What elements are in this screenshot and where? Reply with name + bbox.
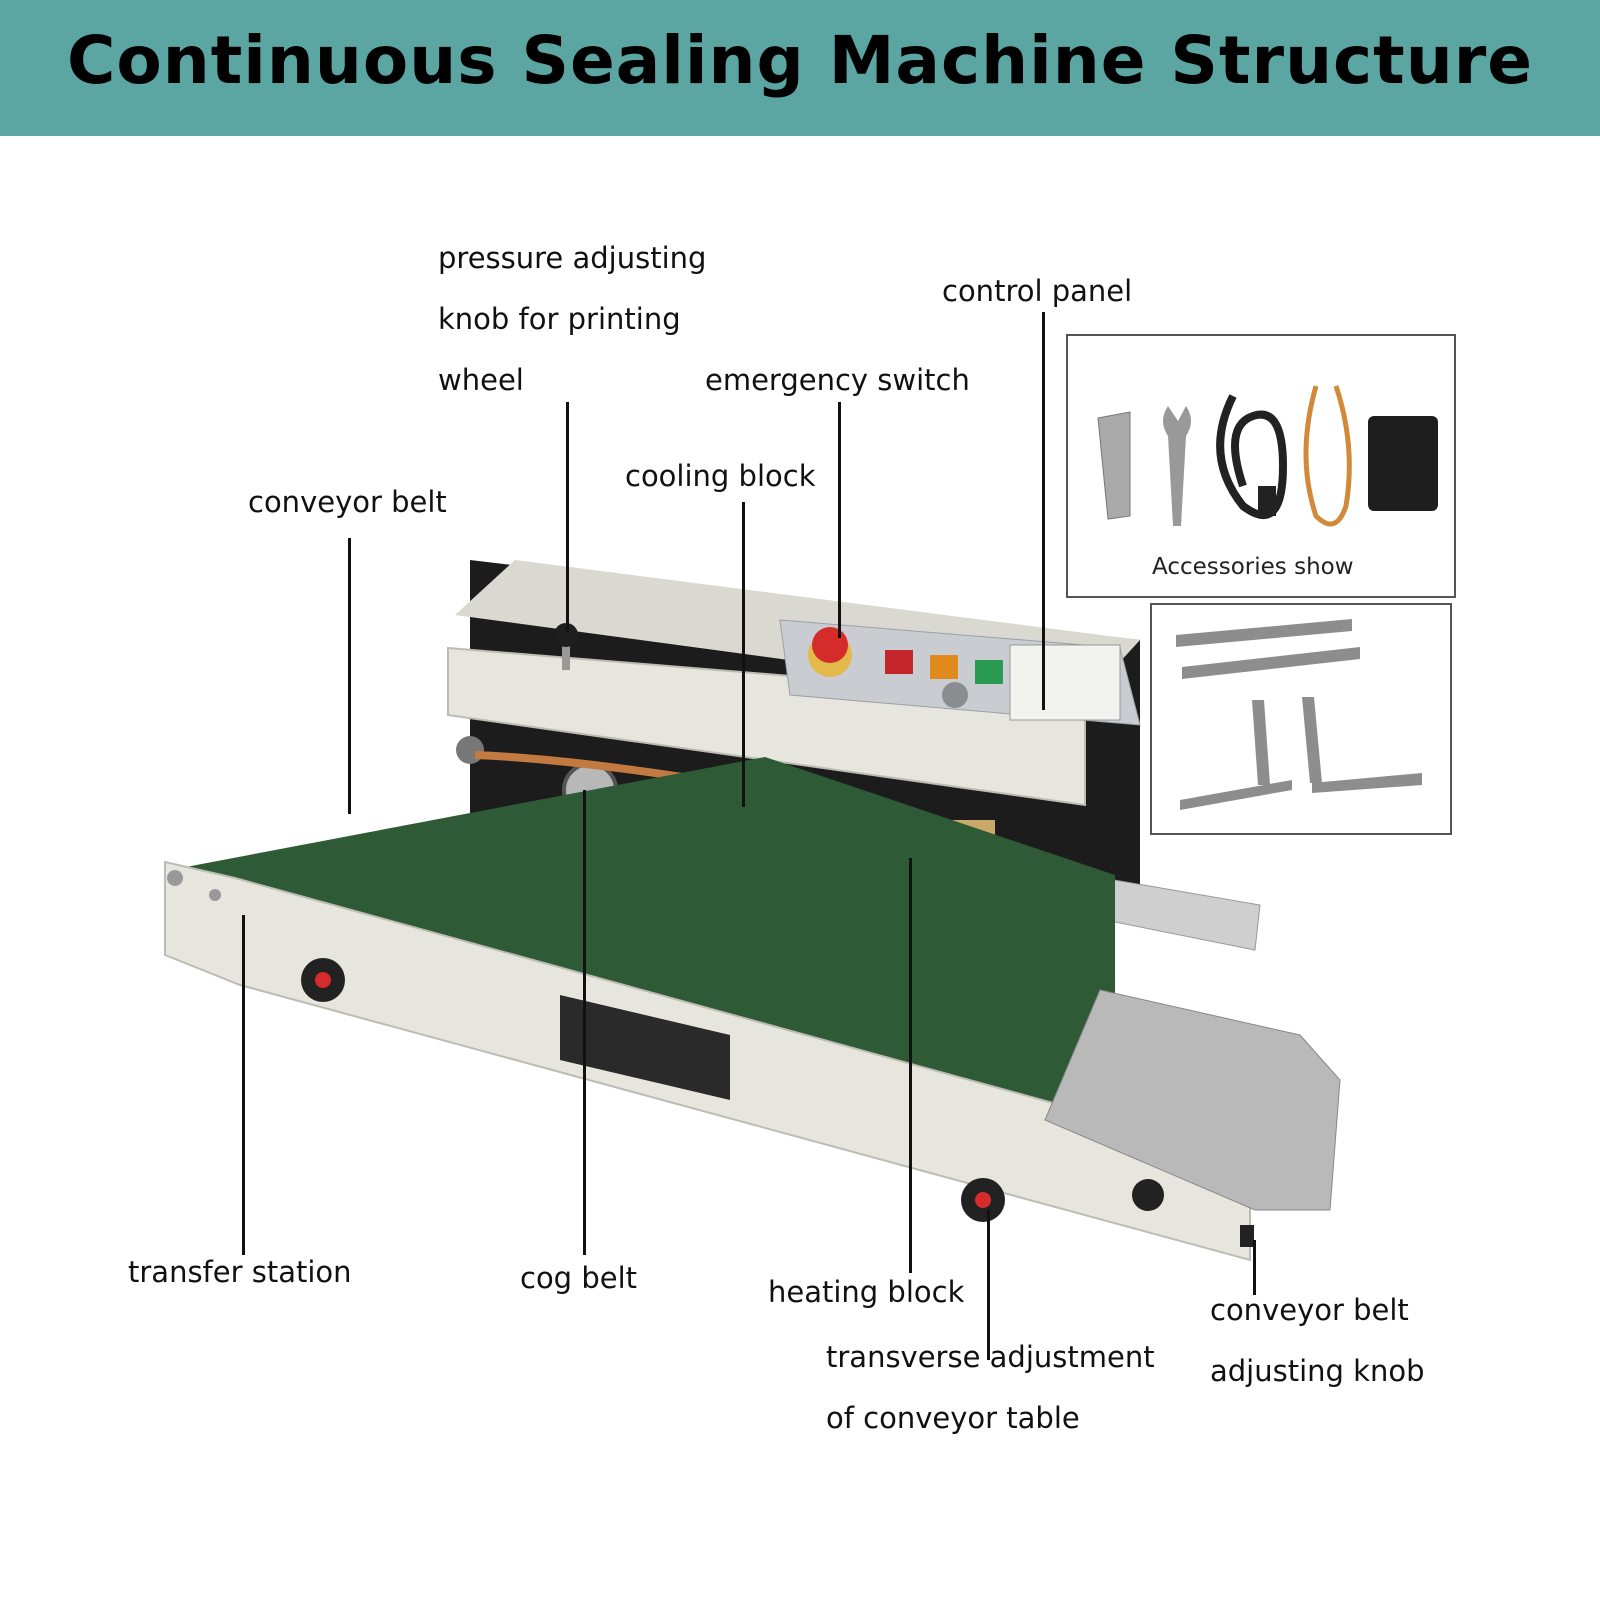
belt-spare-icon (1303, 385, 1352, 527)
label-line: wheel (438, 363, 524, 397)
bracket-icon (1097, 411, 1131, 520)
belt-adjust-bolt (1240, 1225, 1254, 1247)
leader-transfer-station (242, 915, 245, 1255)
leader-conveyor-belt-knob (1253, 1240, 1256, 1295)
stand-rail-icon (1182, 647, 1360, 679)
heat-button-icon (930, 655, 958, 679)
label-conveyor-belt: conveyor belt (248, 485, 447, 519)
wrench-icon (1163, 406, 1191, 526)
label-line: of conveyor table (826, 1401, 1080, 1435)
title-banner: Continuous Sealing Machine Structure (0, 0, 1600, 136)
wheel-icon (456, 736, 484, 764)
stand-illustration (1176, 619, 1422, 810)
emergency-switch-icon (812, 627, 848, 663)
accessories-box: Accessories show (1066, 334, 1456, 598)
label-transfer-station: transfer station (128, 1255, 352, 1289)
page-title: Continuous Sealing Machine Structure (66, 22, 1534, 99)
pressure-knob-stem (562, 640, 570, 670)
speed-knob-icon (942, 682, 968, 708)
leader-cooling-block (742, 502, 745, 807)
label-control-panel: control panel (942, 274, 1133, 308)
conveyor-belt-surface (170, 757, 1115, 1120)
power-cord-icon (1216, 394, 1288, 519)
label-line: adjusting knob (1210, 1354, 1425, 1388)
nameplate (560, 995, 730, 1100)
power-button-icon (885, 650, 913, 674)
leader-pressure-knob (566, 402, 569, 632)
leader-transverse-adjustment (987, 1210, 990, 1360)
label-transverse-adjustment: transverse adjustment of conveyor table (826, 1327, 1155, 1449)
stand-rail-icon (1176, 619, 1352, 647)
printing-type-case-icon (1368, 416, 1438, 511)
label-cog-belt: cog belt (520, 1261, 637, 1295)
leader-cog-belt (583, 790, 586, 1255)
leader-heating-block (909, 858, 912, 1273)
label-pressure-knob: pressure adjusting knob for printing whe… (438, 228, 706, 411)
label-emergency-switch: emergency switch (705, 363, 970, 397)
leader-conveyor-belt (348, 538, 351, 814)
label-conveyor-belt-knob: conveyor belt adjusting knob (1210, 1280, 1424, 1402)
accessories-caption: Accessories show (1152, 554, 1354, 580)
accessories-illustration (1097, 385, 1438, 527)
label-line: pressure adjusting (438, 241, 707, 275)
stand-leg-icon (1302, 697, 1322, 783)
label-line: conveyor belt (1210, 1293, 1409, 1327)
stand-box (1150, 603, 1452, 835)
leader-emergency-switch (838, 402, 841, 638)
leader-control-panel (1042, 312, 1045, 710)
stand-leg-icon (1252, 700, 1270, 785)
label-line: transverse adjustment (826, 1340, 1155, 1374)
outfeed-steel-plate (1044, 989, 1341, 1211)
label-heating-block: heating block (768, 1275, 965, 1309)
conveyor-button-icon (975, 660, 1003, 684)
pressure-knob-icon (554, 623, 578, 647)
label-line: knob for printing (438, 302, 681, 336)
label-cooling-block: cooling block (625, 459, 816, 493)
temperature-gauge (1009, 644, 1121, 721)
belt-adjust-knob-icon (1132, 1179, 1164, 1211)
